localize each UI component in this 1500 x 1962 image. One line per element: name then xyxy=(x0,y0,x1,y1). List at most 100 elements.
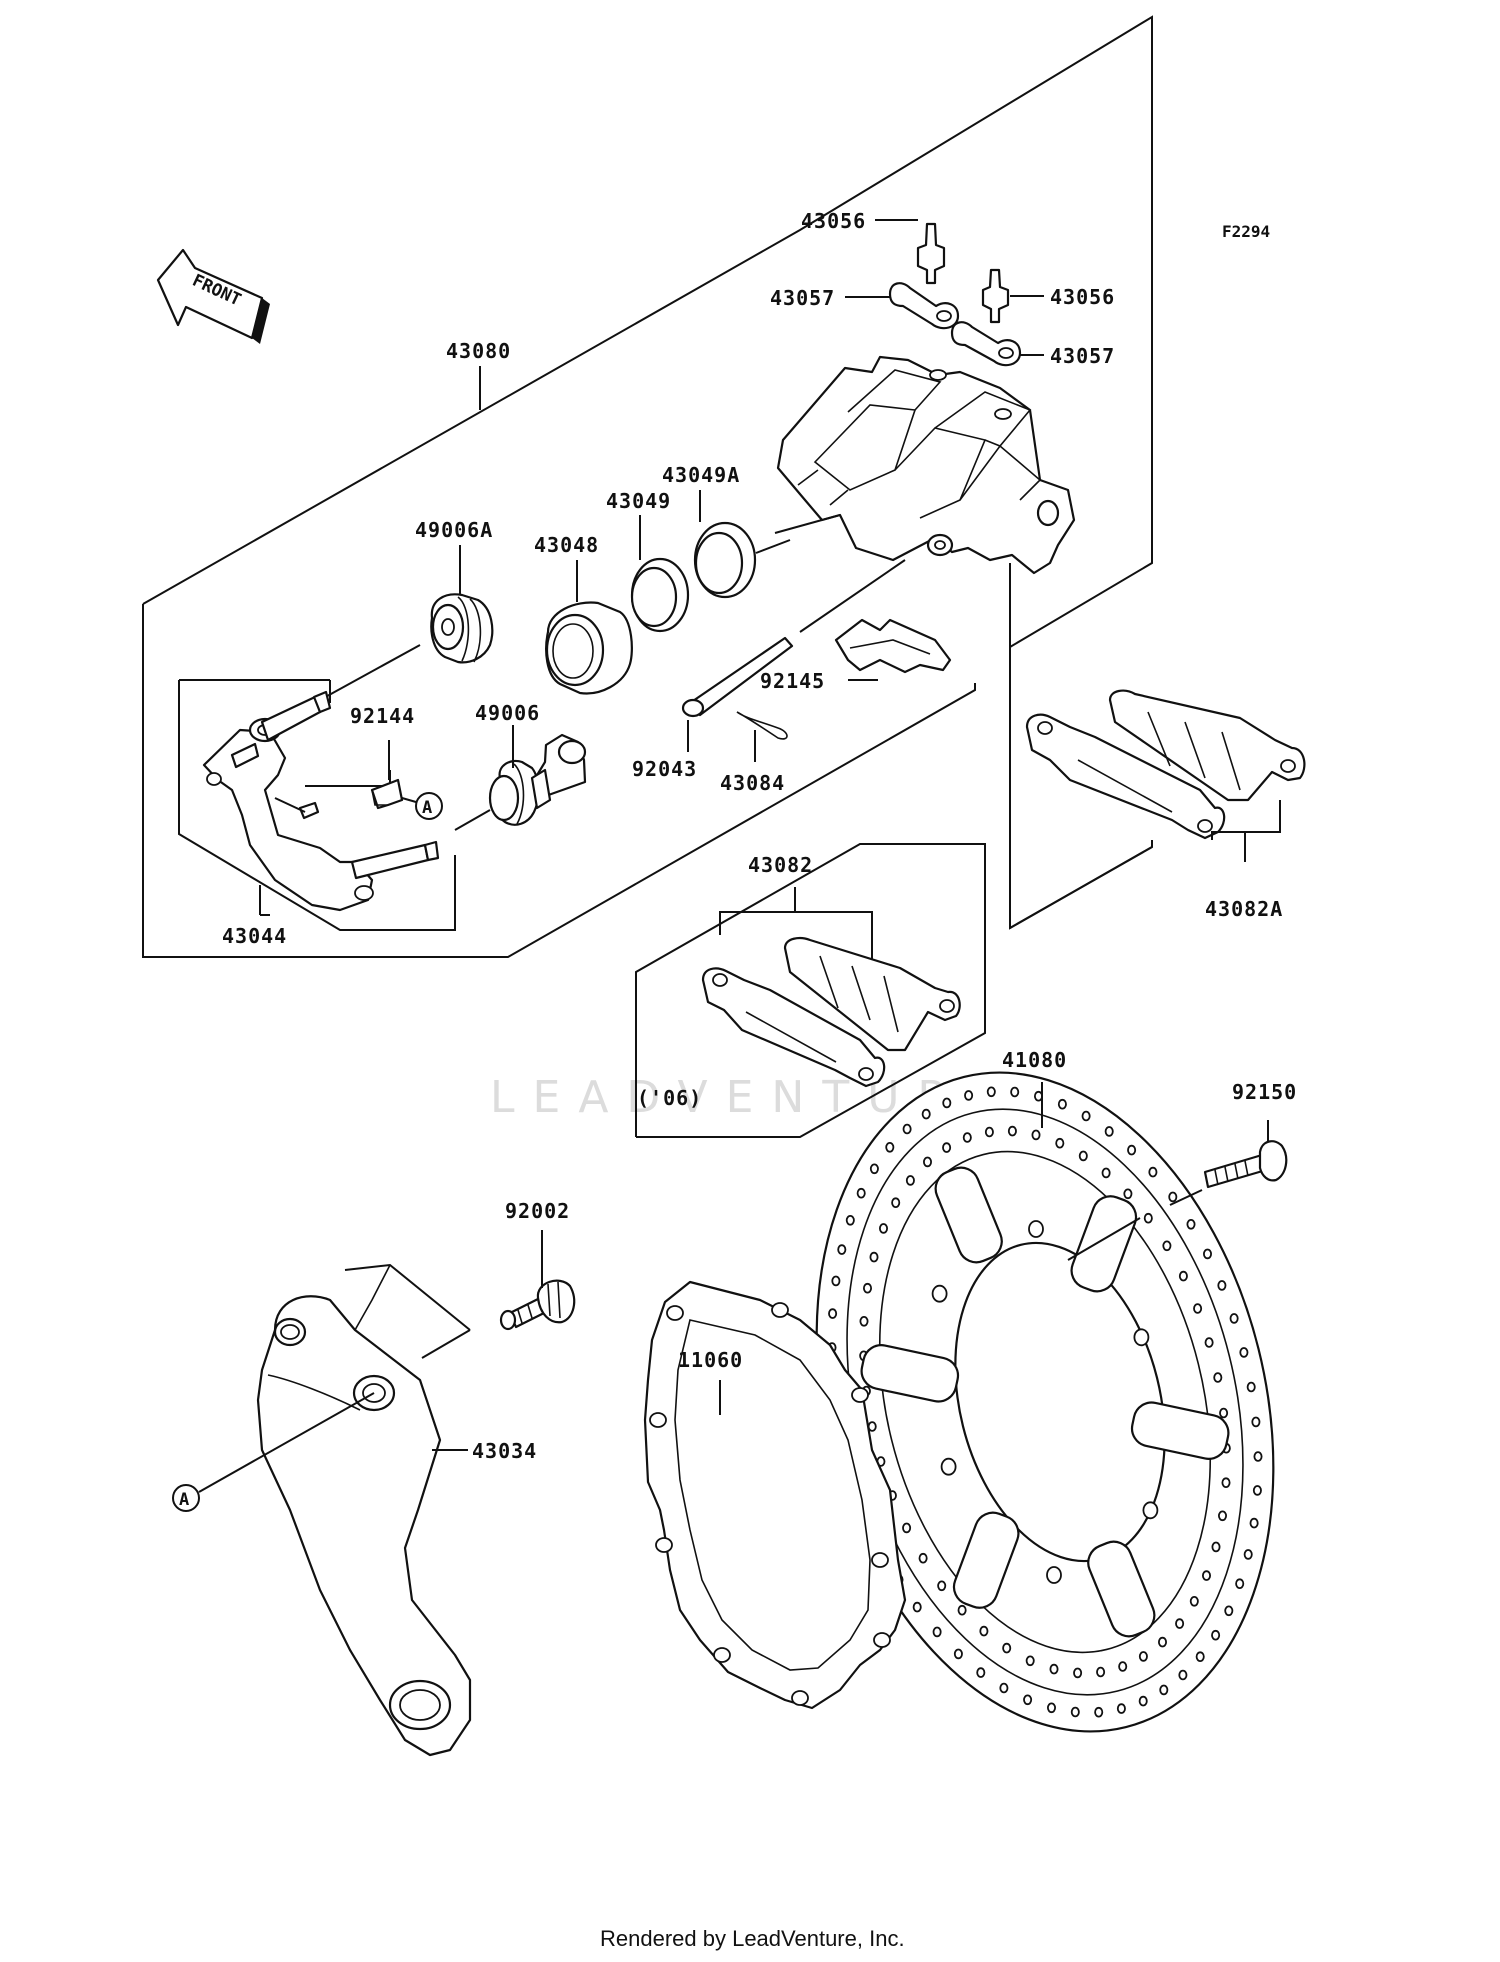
callout-43056a: 43056 xyxy=(801,209,866,233)
disc-drill-hole xyxy=(1189,1596,1199,1607)
disc-drill-hole xyxy=(1224,1605,1234,1617)
piston-43048 xyxy=(545,601,633,695)
disc-drill-hole xyxy=(1158,1636,1168,1648)
disc-drill-hole xyxy=(879,1223,889,1234)
disc-mount-hole xyxy=(1133,1328,1150,1347)
disc-mount-hole xyxy=(931,1284,948,1303)
callout-43084: 43084 xyxy=(720,771,785,795)
slide-pin-49006 xyxy=(488,733,587,826)
disc-drill-hole xyxy=(1148,1166,1158,1178)
disc-drill-hole xyxy=(1094,1706,1104,1718)
disc-drill-hole xyxy=(1213,1372,1223,1383)
callout-43049A: 43049A xyxy=(662,463,740,487)
boot-49006A xyxy=(430,593,494,664)
brake-disc-41080 xyxy=(815,1071,1275,1733)
bleeder-valve-1 xyxy=(916,222,946,285)
disc-drill-hole xyxy=(1217,1280,1227,1291)
reference-mark-a2: A xyxy=(172,1484,200,1512)
disc-drill-hole xyxy=(1007,1125,1017,1137)
disc-drill-hole xyxy=(1239,1347,1249,1358)
disc-spoke-window xyxy=(860,1344,960,1403)
banjo-washer-2 xyxy=(950,321,1022,367)
svg-text:A: A xyxy=(179,1490,190,1510)
callout-43082: 43082 xyxy=(748,853,813,877)
disc-spoke-window xyxy=(952,1511,1020,1609)
pad-pin-92043 xyxy=(681,636,794,718)
disc-drill-hole xyxy=(1249,1517,1259,1529)
disc-spoke-window xyxy=(1070,1195,1138,1293)
disc-drill-hole xyxy=(1219,1407,1229,1419)
disc-drill-hole xyxy=(976,1667,986,1678)
mount-bolt-92002 xyxy=(499,1279,576,1331)
disc-drill-hole xyxy=(999,1682,1009,1694)
svg-text:A: A xyxy=(422,798,433,818)
figure-code: F2294 xyxy=(1222,222,1270,241)
bracket-outline xyxy=(178,680,456,931)
disc-drill-hole xyxy=(837,1244,847,1255)
disc-drill-hole xyxy=(937,1580,947,1592)
disc-drill-hole xyxy=(1252,1485,1262,1496)
disc-drill-hole xyxy=(828,1308,838,1319)
callout-41080: 41080 xyxy=(1002,1048,1067,1072)
disc-drill-hole xyxy=(885,1142,895,1153)
pad-clip-92144 xyxy=(370,778,404,810)
disc-drill-hole xyxy=(953,1648,963,1660)
pad-spring-92145 xyxy=(834,618,952,674)
disc-drill-hole xyxy=(1235,1578,1245,1589)
disc-drill-hole xyxy=(1123,1188,1133,1200)
front-arrow-icon: FRONT xyxy=(156,248,270,344)
callout-43057b: 43057 xyxy=(1050,344,1115,368)
disc-drill-hole xyxy=(1101,1167,1111,1179)
disc-drill-hole xyxy=(1178,1270,1188,1282)
disc-drill-hole xyxy=(891,1197,901,1208)
disc-drill-hole xyxy=(1138,1695,1148,1707)
disc-drill-hole xyxy=(1178,1669,1188,1681)
callout-11060: 11060 xyxy=(678,1348,743,1372)
disc-drill-hole xyxy=(1049,1663,1059,1675)
clip-43084 xyxy=(736,711,788,740)
disc-drill-hole xyxy=(923,1156,933,1168)
disc-drill-hole xyxy=(1116,1703,1126,1714)
brake-pad-43082A-rear xyxy=(1108,689,1306,802)
disc-drill-hole xyxy=(1010,1086,1020,1098)
disc-drill-hole xyxy=(863,1282,873,1294)
disc-drill-hole xyxy=(1243,1549,1253,1560)
disc-drill-hole xyxy=(1221,1477,1231,1488)
disc-drill-hole xyxy=(902,1123,912,1135)
disc-drill-hole xyxy=(1047,1702,1057,1714)
callout-43082A: 43082A xyxy=(1205,897,1283,921)
disc-drill-hole xyxy=(1202,1570,1212,1581)
callout-43080: 43080 xyxy=(446,339,511,363)
disc-drill-hole xyxy=(1070,1706,1080,1718)
disc-drill-hole xyxy=(1078,1150,1088,1162)
disc-drill-hole xyxy=(918,1552,928,1564)
disc-drill-hole xyxy=(905,1175,915,1186)
disc-bolt-92150 xyxy=(1203,1140,1288,1189)
callout-92002: 92002 xyxy=(505,1199,570,1223)
disc-drill-hole xyxy=(942,1097,952,1109)
disc-drill-hole xyxy=(1159,1684,1169,1696)
disc-drill-hole xyxy=(1211,1629,1221,1641)
reference-mark-a1: A xyxy=(415,792,443,820)
disc-drill-hole xyxy=(902,1522,912,1534)
disc-drill-hole xyxy=(912,1601,922,1613)
disc-drill-hole xyxy=(979,1625,989,1637)
disc-spoke-window xyxy=(1087,1540,1156,1638)
callout-43044: 43044 xyxy=(222,924,287,948)
piston-seal-43049 xyxy=(630,557,690,633)
disc-spoke-window xyxy=(1130,1401,1230,1460)
disc-drill-hole xyxy=(869,1251,879,1263)
disc-drill-hole xyxy=(1118,1661,1128,1672)
disc-drill-hole xyxy=(1057,1098,1067,1110)
disc-drill-hole xyxy=(986,1086,996,1098)
disc-drill-hole xyxy=(869,1163,879,1175)
banjo-washer-1 xyxy=(888,282,960,330)
disc-drill-hole xyxy=(1168,1191,1178,1203)
disc-mount-hole xyxy=(1142,1501,1159,1520)
disc-drill-hole xyxy=(1246,1381,1256,1393)
disc-drill-hole xyxy=(1055,1137,1065,1149)
caliper-mount-43034 xyxy=(256,1264,472,1757)
disc-mount-hole xyxy=(940,1457,957,1476)
disc-spoke-window xyxy=(934,1166,1003,1264)
